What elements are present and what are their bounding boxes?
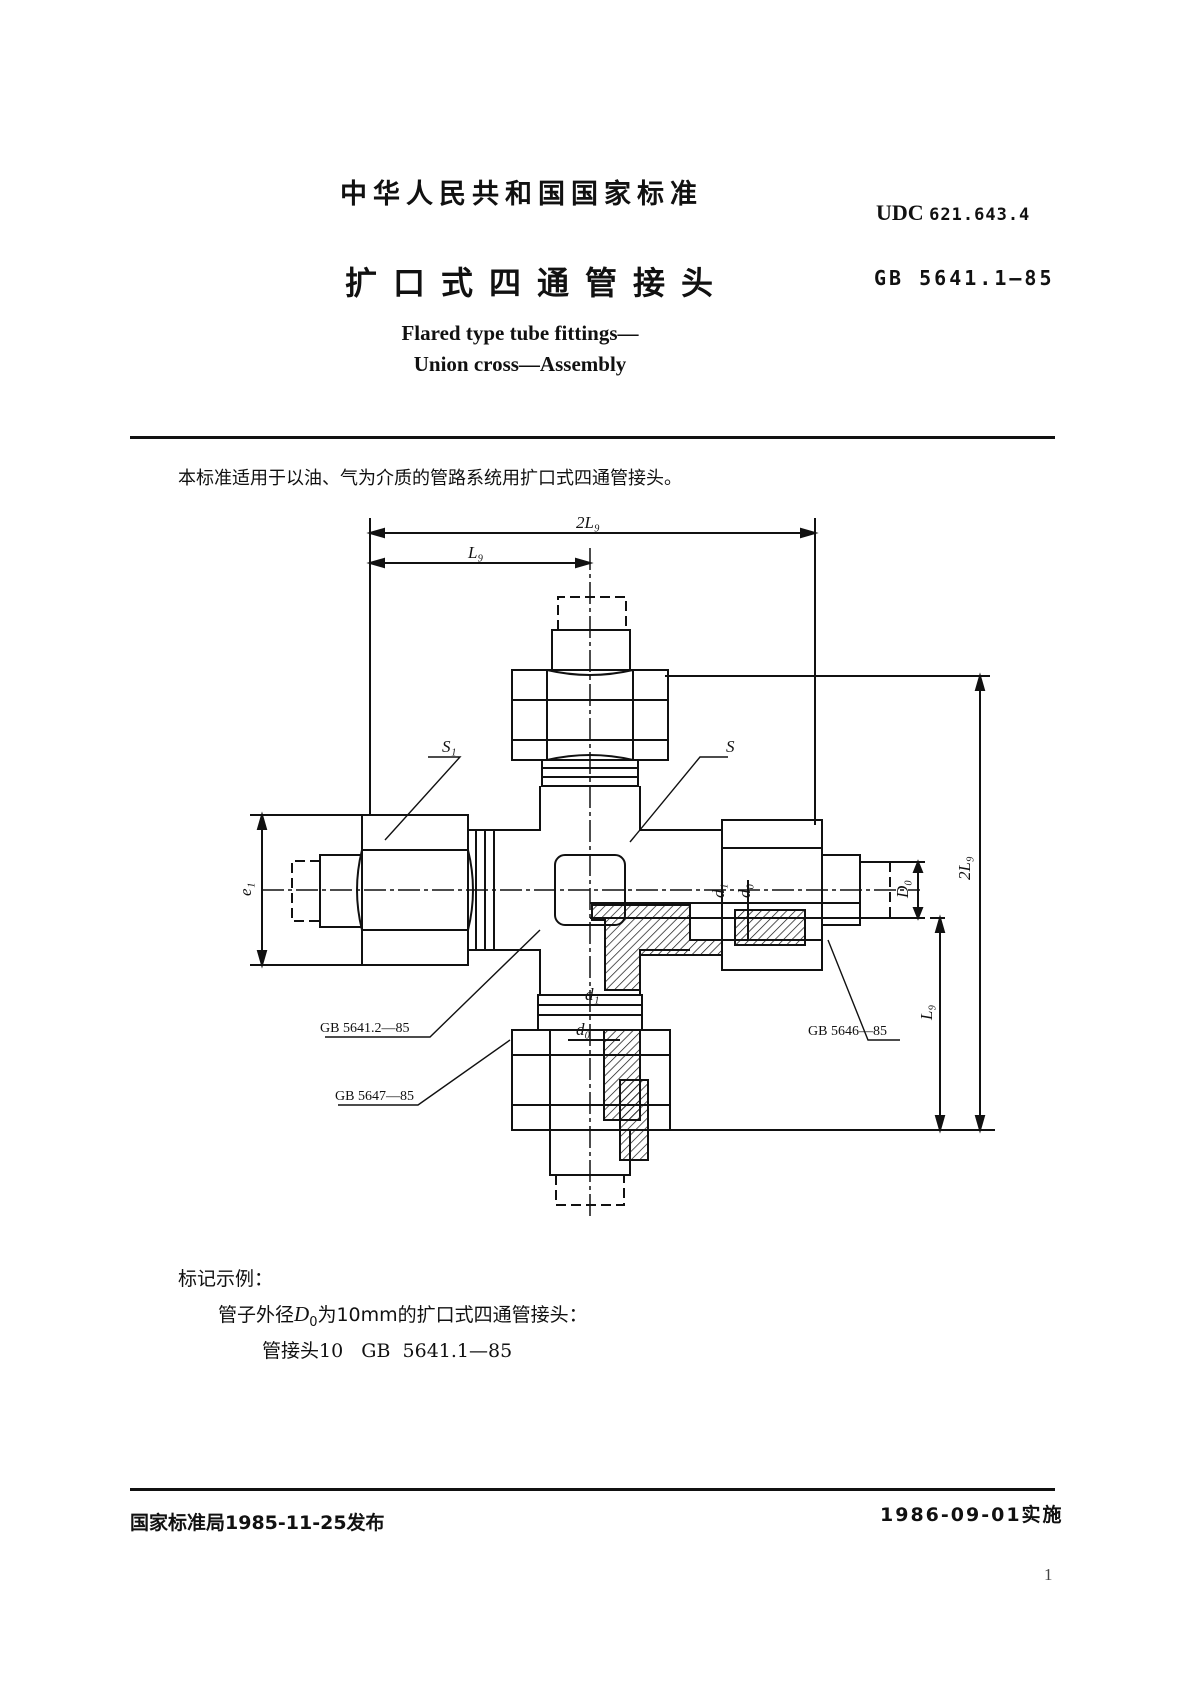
- title-en-line1: Flared type tube fittings—: [401, 321, 639, 345]
- dim-label-l9-vertical: L₉: [917, 1005, 936, 1021]
- label-s: S: [726, 737, 735, 756]
- title-en-line2: Union cross—Assembly: [413, 352, 627, 376]
- marking-example-description: 管子外径D0为10mm的扩口式四通管接头：: [218, 1300, 588, 1330]
- union-cross-assembly-drawing: 2L₉ L₉ S₁ S e₁ d₁ d₀ D₀ 2L₉ L₉ d₁ d₀ GB …: [236, 513, 995, 1218]
- dim-label-d0-right: d₀: [735, 884, 754, 899]
- example-line1-pre: 管子外径: [218, 1304, 295, 1326]
- example-line1-var: D: [294, 1302, 310, 1326]
- issue-date: 国家标准局1985-11-25发布: [130, 1512, 385, 1534]
- dim-label-d1-bottom: d₁: [585, 985, 599, 1004]
- dim-label-2l9: 2L₉: [576, 513, 600, 532]
- ref-gb-5647: GB 5647—85: [335, 1089, 414, 1104]
- example-line1-post: 为10mm的扩口式四通管接头：: [317, 1304, 588, 1326]
- standard-code: GB 5641.1—85: [874, 266, 1055, 290]
- header-rule: [130, 436, 1055, 439]
- example-line1-sub: 0: [309, 1314, 318, 1330]
- dim-label-e1: e₁: [236, 883, 255, 896]
- marking-example-code: 管接头10 GB 5641.1—85: [262, 1340, 513, 1362]
- dim-label-l9-top: L₉: [467, 543, 483, 562]
- dim-label-D0: D₀: [893, 880, 912, 899]
- ref-gb-5641-2: GB 5641.2—85: [320, 1021, 409, 1036]
- ref-gb-5646: GB 5646—85: [808, 1024, 887, 1039]
- udc-label: UDC: [876, 200, 924, 225]
- udc-code: UDC 621.643.4: [876, 200, 1030, 226]
- udc-number: 621.643.4: [929, 205, 1031, 225]
- dim-label-d0-bottom: d₀: [576, 1020, 591, 1039]
- dim-label-d1-right: d₁: [709, 884, 728, 898]
- marking-example-heading: 标记示例：: [178, 1268, 274, 1290]
- footer-rule: [130, 1488, 1055, 1491]
- page-number: 1: [1044, 1565, 1053, 1584]
- dim-label-2l9-vertical: 2L₉: [955, 856, 974, 880]
- effective-date: 1986-09-01实施: [880, 1504, 1064, 1526]
- document-title-cn: 扩口式四通管接头: [345, 264, 730, 302]
- label-s1: S₁: [442, 737, 456, 756]
- scope-statement: 本标准适用于以油、气为介质的管路系统用扩口式四通管接头。: [178, 468, 682, 489]
- document-title-en: Flared type tube fittings— Union cross—A…: [360, 318, 680, 380]
- country-standard-heading: 中华人民共和国国家标准: [340, 179, 703, 210]
